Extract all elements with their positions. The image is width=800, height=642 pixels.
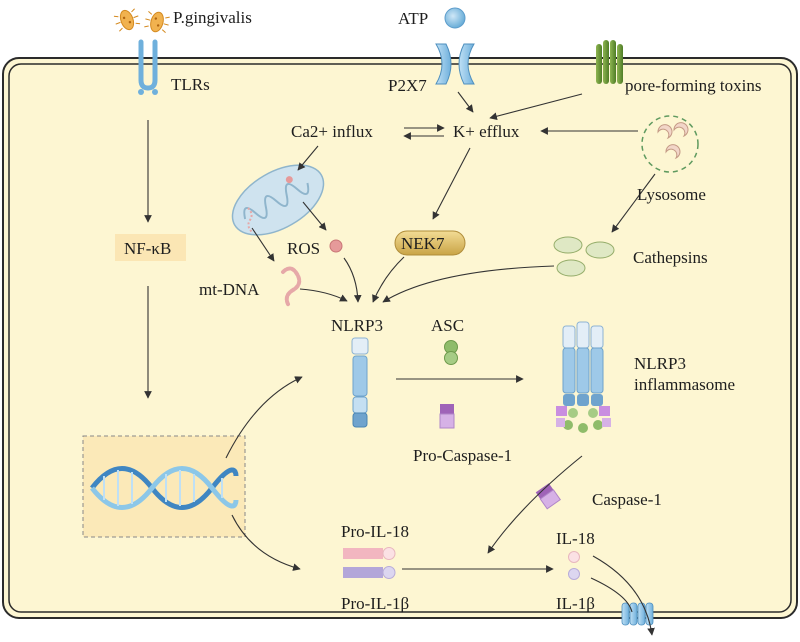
asc-icon [444,340,458,365]
arrow-kefflux-to-nek7 [432,147,471,220]
tlr-receptor-icon [138,39,158,95]
k-efflux-label: K+ efflux [453,122,520,141]
pore-toxins-label: pore-forming toxins [625,76,762,95]
il18-label: IL-18 [556,529,595,548]
bacteria-icon [113,8,170,33]
arrow-il-secretion [592,555,655,636]
nfkb-label: NF-κB [124,239,172,258]
p2x7-channel-icon [435,43,475,85]
il18-molecule-icon [568,551,580,563]
ros-label: ROS [287,239,321,258]
arrow-lysosome-to-cathepsins [611,173,656,233]
atp-label: ATP [398,9,429,28]
pathway-arrows [144,91,656,636]
il1b-molecule-icon [568,568,580,580]
dna-region-box [82,435,246,538]
nek7-label: NEK7 [401,234,445,253]
arrow-mito-to-ros [302,201,327,231]
cathepsins-icon [553,236,615,277]
arrow-il-secretion-2 [590,577,633,613]
nlrp3-label: NLRP3 [331,316,383,335]
caspase1-icon [535,483,561,510]
caspase1-label: Caspase-1 [592,490,662,509]
nfkb-box [115,234,186,261]
mtdna-released-icon [281,266,302,308]
inflammasome-complex-icon [556,321,611,433]
inflammasome-label-line1: NLRP3 [634,354,686,373]
pro-caspase1-label: Pro-Caspase-1 [413,446,513,465]
arrow-dna-to-nlrp3 [225,376,303,459]
p2x7-label: P2X7 [388,76,427,95]
pro-il18-label: Pro-IL-18 [341,522,409,541]
arrow-mito-to-mtdna [251,227,275,262]
ca-influx-label: Ca2+ influx [291,122,373,141]
pathogen-label: P.gingivalis [173,8,252,27]
cell-membrane-inner [8,63,792,613]
pro-il18-icon [343,547,396,560]
lysosome-label: Lysosome [637,185,706,204]
lysosome-icon [641,115,699,173]
atp-molecule-icon [444,7,466,29]
arrow-p2x7-to-kefflux [457,91,474,113]
dna-helix-icon [90,466,239,510]
arrow-toxin-to-kefflux [489,93,583,120]
arrow-ca-to-mito [297,145,319,171]
arrow-nek7-to-nlrp3 [372,256,405,303]
nlrp3-monomer-icon [351,337,369,428]
mitochondrion-icon [231,164,325,236]
mtdna-label: mt-DNA [199,280,260,299]
arrow-cathepsins-to-nlrp3 [382,265,555,303]
ros-molecule-icon [329,239,343,253]
mtdna-strand-icon [247,207,253,233]
pro-il1b-label: Pro-IL-1β [341,594,410,613]
arrow-inflammasome-to-il [487,455,583,554]
il1b-label: IL-1β [556,594,595,613]
nek7-badge [394,230,466,256]
pore-forming-toxin-icon [596,40,623,84]
arrow-dna-to-pro-il [231,514,301,571]
arrow-ros-to-nlrp3 [343,257,362,303]
cathepsins-label: Cathepsins [633,248,708,267]
asc-label: ASC [431,316,465,335]
pro-il1b-icon [343,566,396,579]
inflammasome-label-line2: inflammasome [634,375,736,394]
pro-caspase1-icon [439,404,455,429]
arrow-mtdna-to-nlrp3 [299,288,348,302]
tlrs-label: TLRs [171,75,210,94]
